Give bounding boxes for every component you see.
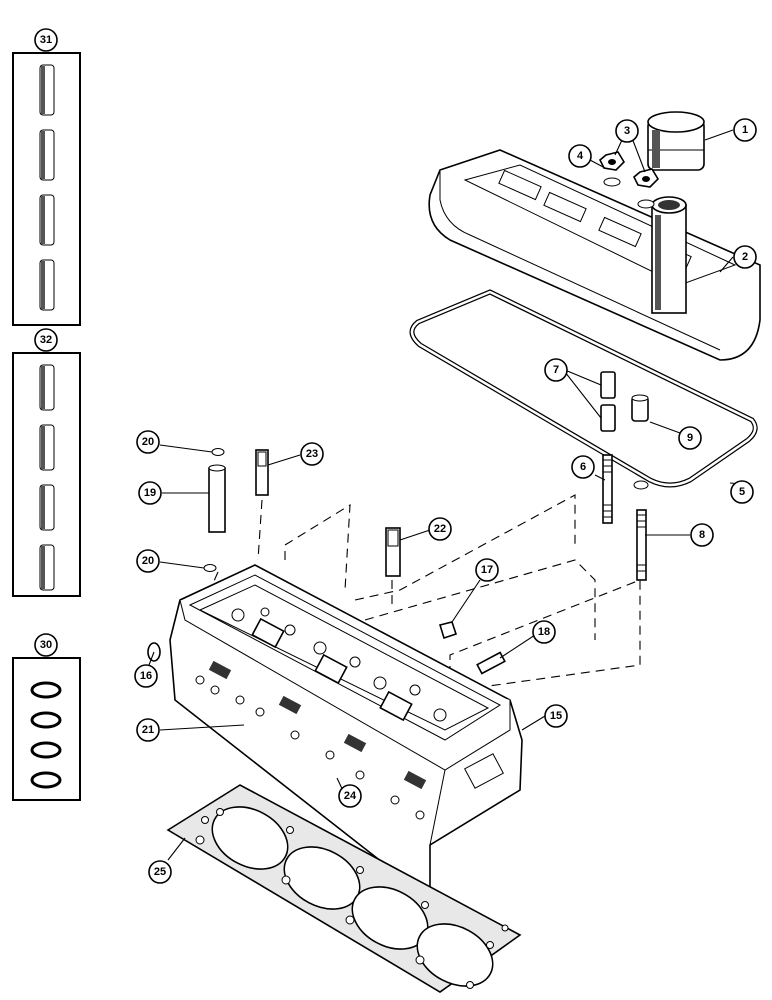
callout-4: 4 xyxy=(568,144,592,168)
svg-text:17: 17 xyxy=(481,564,493,576)
callout-17: 17 xyxy=(475,558,499,582)
callout-25: 25 xyxy=(148,860,172,884)
callout-19: 19 xyxy=(138,481,162,505)
svg-text:31: 31 xyxy=(40,34,52,46)
svg-text:32: 32 xyxy=(40,334,52,346)
svg-text:4: 4 xyxy=(577,150,584,162)
svg-text:7: 7 xyxy=(553,364,559,376)
valve-guide xyxy=(39,64,55,311)
head-side-ports xyxy=(195,660,427,820)
svg-text:20: 20 xyxy=(142,555,154,567)
svg-text:30: 30 xyxy=(40,639,52,651)
callout-24: 24 xyxy=(338,784,362,808)
svg-text:8: 8 xyxy=(699,529,705,541)
svg-text:18: 18 xyxy=(538,626,550,638)
svg-text:23: 23 xyxy=(306,448,318,460)
studs xyxy=(602,454,649,581)
callout-22: 22 xyxy=(428,517,452,541)
cover-gasket xyxy=(409,289,758,488)
callout-3: 3 xyxy=(615,119,639,143)
kit-box-31 xyxy=(12,52,81,326)
callout-15: 15 xyxy=(544,704,568,728)
svg-text:2: 2 xyxy=(742,251,748,263)
reference-lines xyxy=(209,494,641,691)
svg-text:22: 22 xyxy=(434,523,446,535)
callout-2: 2 xyxy=(733,245,757,269)
svg-text:19: 19 xyxy=(144,487,156,499)
svg-text:21: 21 xyxy=(142,724,154,736)
seat-insert-ring xyxy=(30,681,62,789)
callout-20-top: 20 xyxy=(136,430,160,454)
callout-21: 21 xyxy=(136,718,160,742)
callout-5: 5 xyxy=(730,480,754,504)
callout-1: 1 xyxy=(733,118,757,142)
head-gasket xyxy=(166,784,522,993)
breather-tube xyxy=(651,196,687,314)
svg-text:25: 25 xyxy=(154,866,166,878)
callout-9: 9 xyxy=(678,426,702,450)
head-bolt-holes xyxy=(231,607,447,722)
callout-18: 18 xyxy=(532,620,556,644)
svg-text:1: 1 xyxy=(742,124,748,136)
rocker-cover xyxy=(428,149,761,361)
callout-23: 23 xyxy=(300,442,324,466)
callout-32: 32 xyxy=(34,328,58,352)
svg-text:16: 16 xyxy=(140,670,152,682)
cover-washers xyxy=(603,177,655,209)
callout-31: 31 xyxy=(34,28,58,52)
callout-8: 8 xyxy=(690,523,714,547)
injector-tubes xyxy=(203,448,401,577)
cover-nuts xyxy=(599,151,660,188)
cylinder-head xyxy=(169,564,523,892)
callout-6: 6 xyxy=(571,455,595,479)
valve-guide xyxy=(39,364,55,591)
svg-text:5: 5 xyxy=(739,486,745,498)
svg-text:6: 6 xyxy=(580,461,586,473)
callout-20-bottom: 20 xyxy=(136,549,160,573)
svg-text:24: 24 xyxy=(344,790,357,802)
callout-7: 7 xyxy=(544,358,568,382)
breather-cap xyxy=(647,111,705,171)
svg-text:20: 20 xyxy=(142,436,154,448)
spacer-tubes xyxy=(600,371,649,432)
callout-30: 30 xyxy=(34,633,58,657)
svg-text:9: 9 xyxy=(687,432,693,444)
kit-box-30 xyxy=(12,657,81,801)
callout-16: 16 xyxy=(134,664,158,688)
svg-text:15: 15 xyxy=(550,710,562,722)
kit-box-32 xyxy=(12,352,81,597)
svg-text:3: 3 xyxy=(624,125,630,137)
